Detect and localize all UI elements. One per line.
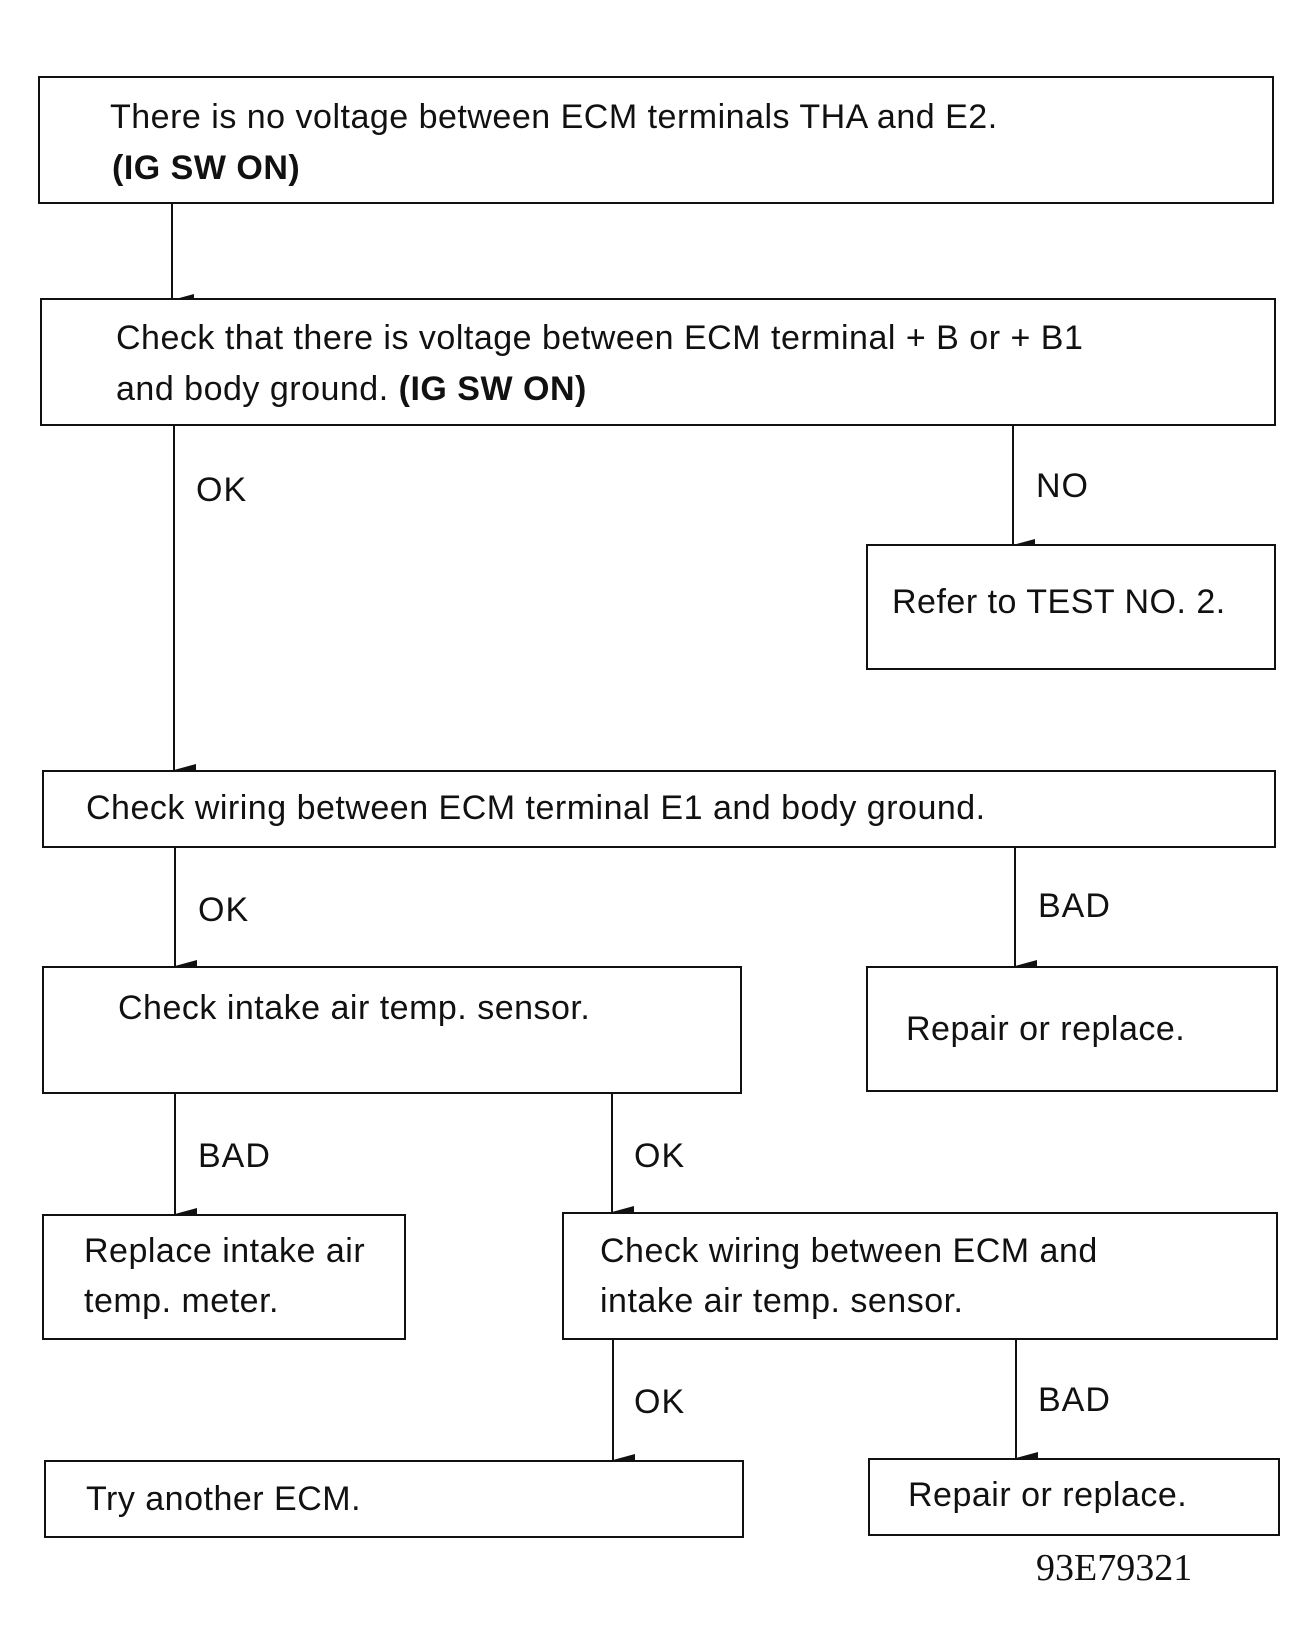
- step-repair2-box: [868, 1458, 1280, 1536]
- step-replace-meter-line2: temp. meter.: [84, 1282, 279, 1320]
- figure-code: 93E79321: [1036, 1547, 1193, 1589]
- step-check-wiring-sensor-line1: Check wiring between ECM and: [600, 1232, 1098, 1270]
- step-no-voltage-box: [38, 76, 1274, 204]
- step-repair1-text: Repair or replace.: [906, 1010, 1186, 1048]
- step-check-sensor-box: [42, 966, 742, 1094]
- step-try-ecm-box: [44, 1460, 744, 1538]
- step-check-e1-box: [42, 770, 1276, 848]
- step-check-wiring-sensor-box: [562, 1212, 1278, 1340]
- label-bad-1: BAD: [1038, 887, 1111, 925]
- step-try-ecm-text: Try another ECM.: [86, 1480, 362, 1518]
- label-ok-3: OK: [634, 1137, 686, 1175]
- label-bad-2: BAD: [198, 1137, 271, 1175]
- label-bad-3: BAD: [1038, 1381, 1111, 1419]
- step-check-b1-box: [40, 298, 1276, 426]
- step-replace-meter-line1: Replace intake air: [84, 1232, 366, 1270]
- label-ok-1: OK: [196, 471, 248, 509]
- step-replace-meter-box: [42, 1214, 406, 1340]
- step-no-voltage-text: There is no voltage between ECM terminal…: [110, 98, 998, 136]
- step-repair2-text: Repair or replace.: [908, 1476, 1188, 1514]
- step-no-voltage-cond: (IG SW ON): [112, 149, 301, 187]
- step-check-b1-line2-text: and body ground.: [116, 370, 389, 408]
- label-ok-2: OK: [198, 891, 250, 929]
- label-ok-4: OK: [634, 1383, 686, 1421]
- step-repair1-box: [866, 966, 1278, 1092]
- step-check-b1-cond: (IG SW ON): [398, 370, 587, 408]
- step-check-b1-line2: and body ground. (IG SW ON): [116, 364, 587, 414]
- step-check-wiring-sensor-line2: intake air temp. sensor.: [600, 1282, 964, 1320]
- step-refer-test-text: Refer to TEST NO. 2.: [892, 583, 1226, 621]
- step-check-e1-text: Check wiring between ECM terminal E1 and…: [86, 789, 986, 827]
- step-refer-test-box: [866, 544, 1276, 670]
- label-no-1: NO: [1036, 467, 1089, 505]
- step-check-b1-line1: Check that there is voltage between ECM …: [116, 319, 1084, 357]
- step-check-sensor-text: Check intake air temp. sensor.: [118, 989, 591, 1027]
